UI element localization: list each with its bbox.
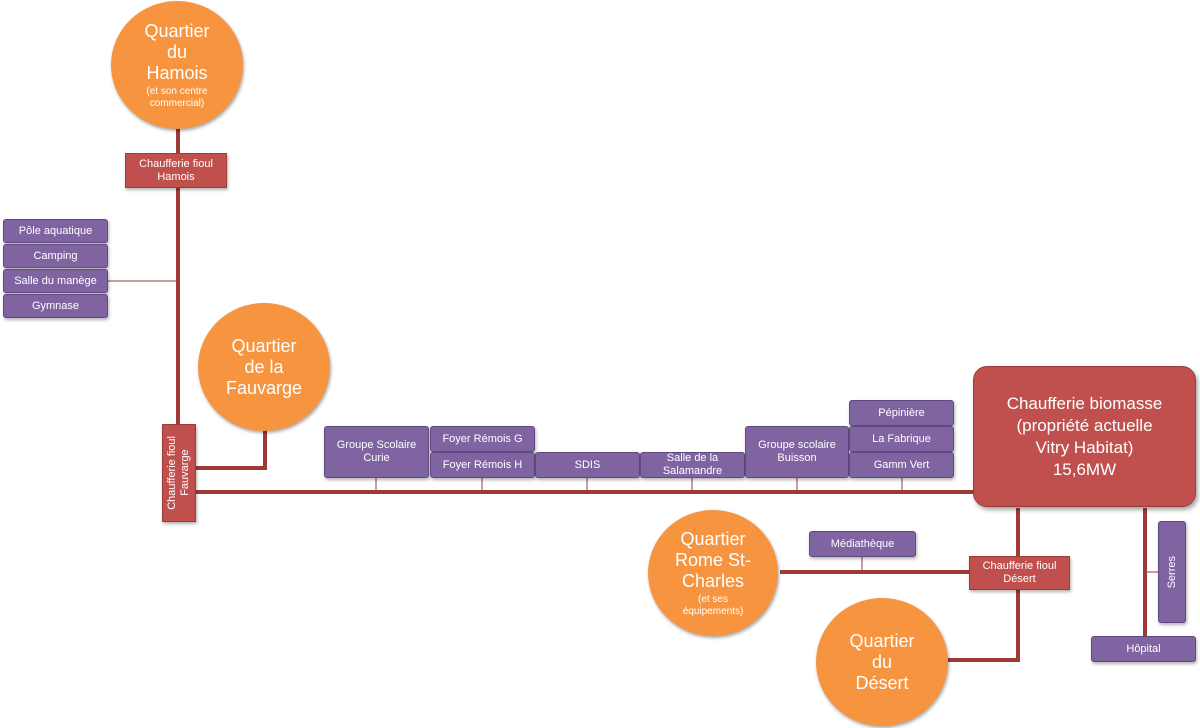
facility-gamm-vert: Gamm Vert	[849, 452, 954, 478]
district-rome-st-charles: Quartier Rome St- Charles (et ses équipe…	[648, 510, 778, 636]
district-hamois-name: Quartier du Hamois	[144, 20, 210, 83]
district-rome-name: Quartier Rome St- Charles	[674, 528, 752, 591]
facility-pole-aquatique: Pôle aquatique	[3, 219, 108, 243]
boiler-biomasse: Chaufferie biomasse (propriété actuelle …	[973, 366, 1196, 507]
facility-serres: Serres	[1165, 555, 1178, 589]
facility-salle-manege: Salle du manège	[3, 269, 108, 293]
boiler-fauvarge: Chaufferie fioul Fauvarge	[166, 436, 191, 510]
facility-pepiniere: Pépinière	[849, 400, 954, 426]
facility-foyer-remois-g: Foyer Rémois G	[430, 426, 535, 452]
facility-groupe-scolaire-buisson: Groupe scolaire Buisson	[745, 426, 849, 478]
district-rome-note: (et ses équipements)	[682, 593, 744, 617]
boiler-desert: Chaufferie fioul Désert	[969, 556, 1070, 590]
facility-salle-salamandre: Salle de la Salamandre	[640, 452, 745, 478]
facility-hopital: Hôpital	[1091, 636, 1196, 662]
facility-gymnase: Gymnase	[3, 294, 108, 318]
facility-la-fabrique: La Fabrique	[849, 426, 954, 452]
facility-mediatheque: Médiathèque	[809, 531, 916, 557]
district-fauvarge-name: Quartier de la Fauvarge	[225, 335, 303, 398]
district-desert-name: Quartier du Désert	[849, 630, 915, 693]
facility-foyer-remois-h: Foyer Rémois H	[430, 452, 535, 478]
district-hamois-note: (et son centre commercial)	[146, 85, 208, 109]
facility-camping: Camping	[3, 244, 108, 268]
boiler-hamois: Chaufferie fioul Hamois	[125, 153, 227, 188]
facility-sdis: SDIS	[535, 452, 640, 478]
district-desert: Quartier du Désert	[816, 598, 948, 726]
boiler-fauvarge-box: Chaufferie fioul Fauvarge	[162, 424, 196, 522]
district-fauvarge: Quartier de la Fauvarge	[198, 303, 330, 431]
district-hamois: Quartier du Hamois (et son centre commer…	[111, 1, 243, 129]
facility-serres-box: Serres	[1158, 521, 1186, 623]
facility-groupe-scolaire-curie: Groupe Scolaire Curie	[324, 426, 429, 478]
